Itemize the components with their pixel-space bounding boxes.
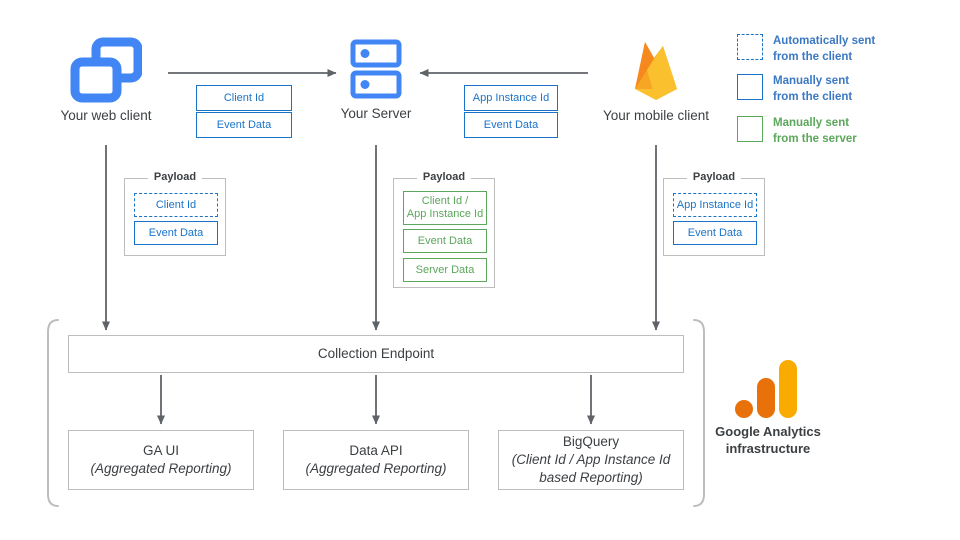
web-client-node: Your web client [40, 36, 172, 123]
legend-item-manual-server: Manually sent from the server [737, 116, 857, 147]
legend-swatch-solid-blue [737, 74, 763, 100]
legend-label-line1: Automatically sent [773, 35, 876, 47]
legend-swatch-solid-green [737, 116, 763, 142]
payload-web-client: Payload Client Id Event Data [124, 171, 226, 256]
payload-item-server-data: Server Data [403, 258, 487, 282]
output-box-data-api: Data API (Aggregated Reporting) [283, 430, 469, 490]
payload-item-event-data: Event Data [134, 221, 218, 245]
payload-item-line1: Client Id / [421, 195, 469, 208]
output-title: Data API [349, 442, 403, 458]
output-box-bigquery: BigQuery (Client Id / App Instance Id ba… [498, 430, 684, 490]
payload-title: Payload [147, 171, 203, 183]
ga-infrastructure-caption: Google Analytics infrastructure [688, 424, 848, 458]
output-title: BigQuery [562, 433, 620, 449]
server-node: Your Server [312, 38, 440, 121]
output-subtitle-line2: based Reporting) [539, 470, 643, 486]
transfer-chip-event-data-mobile: Event Data [464, 112, 558, 138]
payload-title: Payload [686, 171, 742, 183]
output-subtitle: (Aggregated Reporting) [90, 461, 232, 476]
bracket-right [693, 319, 705, 507]
legend-item-automatic-client: Automatically sent from the client [737, 34, 875, 65]
transfer-chip-client-id: Client Id [196, 85, 292, 111]
collection-endpoint-label: Collection Endpoint [317, 345, 435, 361]
legend-swatch-dashed-blue [737, 34, 763, 60]
payload-mobile-client: Payload App Instance Id Event Data [663, 171, 765, 256]
transfer-chip-event-data: Event Data [196, 112, 292, 138]
server-label: Your Server [340, 106, 412, 121]
payload-item-line2: App Instance Id [406, 208, 484, 220]
bracket-left [47, 319, 59, 507]
server-racks-icon [312, 38, 440, 100]
transfer-chip-app-instance-id: App Instance Id [464, 85, 558, 111]
legend-label: Automatically sent from the client [773, 34, 875, 65]
payload-item-event-data: Event Data [403, 229, 487, 253]
output-title: GA UI [142, 442, 179, 458]
browser-windows-icon [40, 36, 172, 104]
legend-item-manual-client: Manually sent from the client [737, 74, 852, 105]
ga-infrastructure-icon [735, 358, 801, 420]
collection-endpoint-box: Collection Endpoint [68, 335, 684, 373]
output-subtitle: (Aggregated Reporting) [305, 461, 447, 476]
legend-label: Manually sent from the server [773, 116, 857, 147]
payload-item-client-id: Client Id [134, 193, 218, 217]
mobile-client-node: Your mobile client [582, 34, 730, 123]
payload-item-event-data: Event Data [673, 221, 757, 245]
legend-label-line2: from the client [773, 90, 853, 103]
output-box-ga-ui: GA UI (Aggregated Reporting) [68, 430, 254, 490]
legend-label-line1: Manually sent [773, 117, 850, 129]
payload-title: Payload [416, 171, 472, 183]
legend-label-line1: Manually sent [773, 75, 850, 87]
payload-item-client-id-app-instance-id: Client Id / App Instance Id [403, 191, 487, 225]
legend-label: Manually sent from the client [773, 74, 852, 105]
web-client-label: Your web client [60, 108, 152, 123]
mobile-client-label: Your mobile client [602, 108, 710, 123]
legend-label-line2: from the server [773, 132, 857, 145]
ga-caption-line2: infrastructure [725, 440, 811, 456]
output-subtitle-line1: (Client Id / App Instance Id [511, 451, 671, 467]
payload-server: Payload Client Id / App Instance Id Even… [393, 171, 495, 288]
legend-label-line2: from the client [773, 50, 853, 63]
firebase-flame-icon [582, 34, 730, 104]
ga-caption-line1: Google Analytics [715, 424, 821, 439]
payload-item-app-instance-id: App Instance Id [673, 193, 757, 217]
